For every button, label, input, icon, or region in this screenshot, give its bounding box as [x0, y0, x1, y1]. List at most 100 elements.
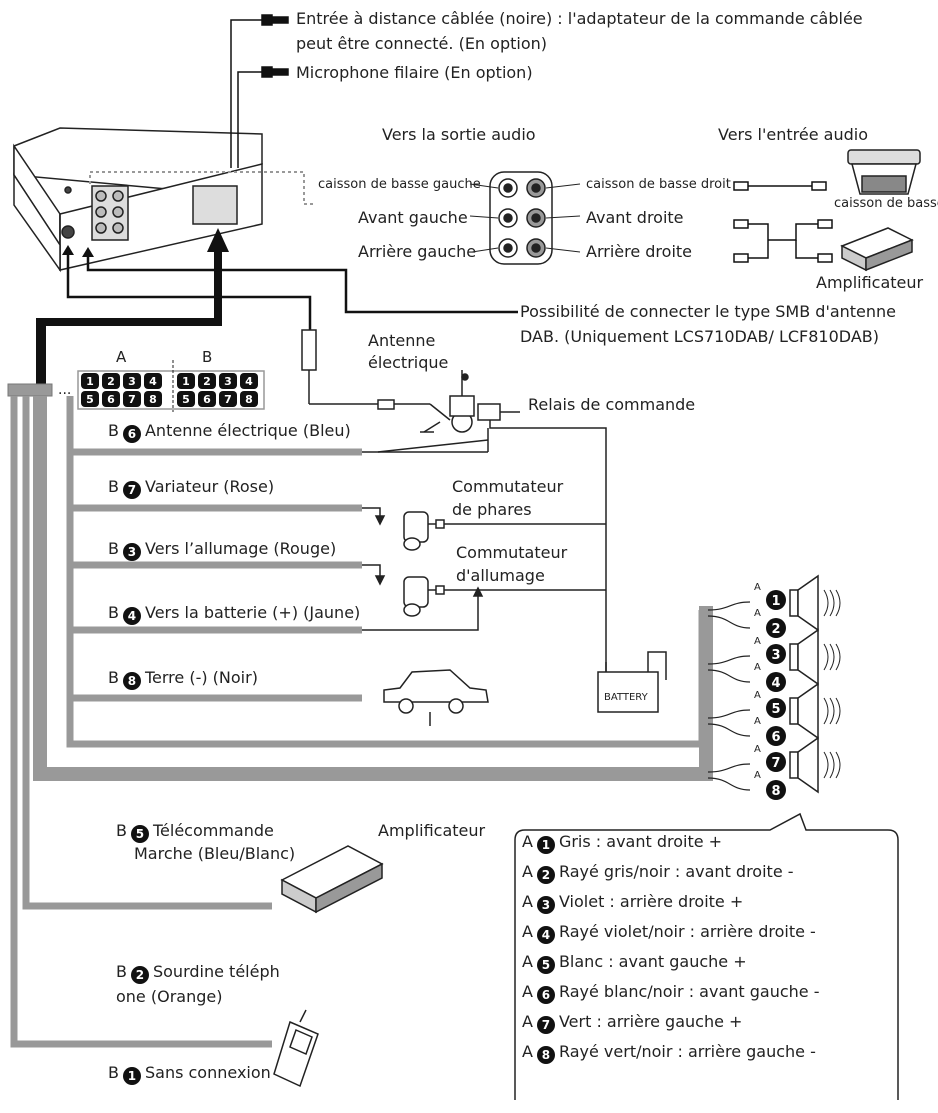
legend-prefix: A [522, 922, 533, 941]
speaker-a-label: A [754, 662, 761, 673]
subwoofer-label: caisson de basse [834, 196, 938, 211]
connector-b-pin-7: 7 [219, 391, 237, 407]
svg-text:5: 5 [86, 393, 94, 406]
headlight-switch-label-2: de phares [452, 500, 532, 519]
speaker-a-label: A [754, 690, 761, 701]
speaker-pin-4: 4 [766, 672, 786, 692]
antenna-label-2: électrique [368, 353, 449, 372]
svg-text:4: 4 [245, 375, 253, 388]
svg-text:1: 1 [182, 375, 190, 388]
connector-b-pin-4: 4 [240, 373, 258, 389]
dab-label-1: Possibilité de connecter le type SMB d'a… [520, 302, 897, 321]
remote-leads [230, 14, 289, 168]
antenna-relay [301, 329, 607, 672]
legend-callout [514, 812, 899, 1100]
connector-b-pin-5: 5 [177, 391, 195, 407]
battery-icon [597, 651, 667, 713]
speaker-a-label: A [754, 636, 761, 647]
headlight-switch-label-1: Commutateur [452, 477, 564, 496]
legend-number: 2 [536, 866, 555, 884]
input-cables [733, 181, 833, 263]
svg-text:3: 3 [224, 375, 232, 388]
svg-text:8: 8 [149, 393, 157, 406]
legend-prefix: A [522, 862, 533, 881]
wire-b2-label-2: one (Orange) [116, 987, 223, 1006]
legend-text: Rayé vert/noir : arrière gauche - [558, 1042, 816, 1061]
svg-text:7: 7 [771, 756, 780, 771]
legend-prefix: A [522, 952, 533, 971]
microphone-label: Microphone filaire (En option) [296, 63, 533, 82]
speaker-pin-2: 2 [766, 618, 786, 638]
svg-text:4: 4 [149, 375, 157, 388]
svg-text:7: 7 [224, 393, 232, 406]
headlight-switch [362, 507, 606, 551]
legend-prefix: A [522, 1042, 533, 1061]
ignition-switch [362, 564, 606, 631]
connector-a-pin-7: 7 [123, 391, 141, 407]
audio-output-title: Vers la sortie audio [382, 125, 536, 144]
legend-number: 4 [536, 926, 555, 944]
connector-a-pin-5: 5 [81, 391, 99, 407]
relay-label: Relais de commande [528, 395, 696, 414]
legend-text: Rayé violet/noir : arrière droite - [558, 922, 816, 941]
dab-label-2: DAB. (Uniquement LCS710DAB/ LCF810DAB) [520, 327, 879, 346]
connector-b-label: B [202, 348, 213, 366]
legend-prefix: A [522, 832, 533, 851]
svg-text:5: 5 [182, 393, 190, 406]
legend-text: Blanc : avant gauche + [558, 952, 747, 971]
connector-b-pin-6: 6 [198, 391, 216, 407]
antenna-wire-arrow [66, 250, 312, 330]
front-right-label: Avant droite [586, 208, 684, 227]
svg-text:8: 8 [771, 784, 780, 799]
gray-harness [10, 396, 713, 1048]
sub-dotted-line [89, 171, 314, 205]
speaker-a-label: A [754, 716, 761, 727]
svg-text:...: ... [58, 382, 71, 398]
svg-text:2: 2 [771, 622, 780, 637]
svg-text:8: 8 [245, 393, 253, 406]
ignition-switch-label-1: Commutateur [456, 543, 568, 562]
legend-text: Rayé blanc/noir : avant gauche - [558, 982, 820, 1001]
sub-right-label: caisson de basse droit [586, 177, 731, 192]
speaker-a-label: A [754, 582, 761, 593]
connector-b-pin-3: 3 [219, 373, 237, 389]
svg-text:7: 7 [128, 393, 136, 406]
amplifier-bottom-label: Amplificateur [378, 821, 486, 840]
legend-text: Rayé gris/noir : avant droite - [558, 862, 794, 881]
connector-a-pin-1: 1 [81, 373, 99, 389]
legend-prefix: A [522, 982, 533, 1001]
phone-icon [273, 1009, 319, 1088]
legend-number: 7 [536, 1016, 555, 1034]
legend-text: Gris : avant droite + [558, 832, 723, 851]
connector-b-pin-2: 2 [198, 373, 216, 389]
connector-a-pin-2: 2 [102, 373, 120, 389]
sub-left-label: caisson de basse gauche [318, 177, 481, 192]
speaker-pin-1: 1 [766, 590, 786, 610]
front-left-label: Avant gauche [358, 208, 468, 227]
speaker-a-label: A [754, 744, 761, 755]
legend-number: 3 [536, 896, 555, 914]
speaker-pin-5: 5 [766, 698, 786, 718]
antenna-label-1: Antenne [368, 331, 436, 350]
head-unit [13, 127, 263, 273]
speaker-a-label: A [754, 608, 761, 619]
connector-a-pin-8: 8 [144, 391, 162, 407]
rca-lines [469, 183, 581, 253]
legend-text: Violet : arrière droite + [558, 892, 744, 911]
svg-text:3: 3 [128, 375, 136, 388]
speaker-pin-8: 8 [766, 780, 786, 800]
speaker-2 [707, 628, 841, 686]
